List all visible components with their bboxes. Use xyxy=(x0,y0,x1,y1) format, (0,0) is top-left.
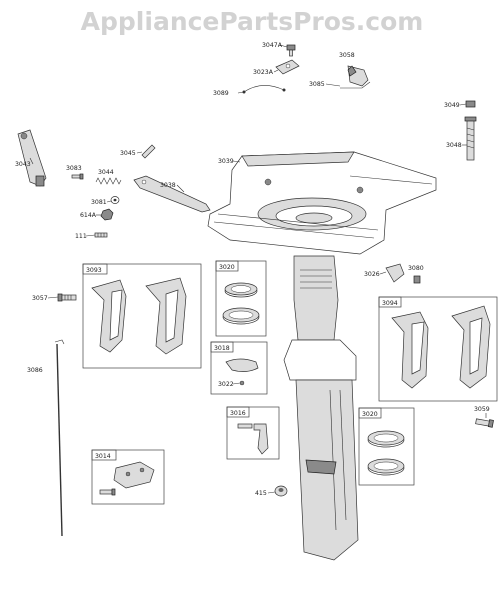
part-3081-washer[interactable] xyxy=(110,196,120,204)
part-415-knob[interactable] xyxy=(274,485,288,497)
callout-3018: 3018 xyxy=(214,345,230,352)
callout-415: 415 xyxy=(255,490,267,497)
callout-3020-lower: 3020 xyxy=(362,411,378,418)
callout-3043: 3043 xyxy=(15,161,31,168)
part-3023a-bracket[interactable] xyxy=(275,59,300,75)
part-3089-wire[interactable] xyxy=(242,85,286,94)
callout-3014: 3014 xyxy=(95,453,111,460)
callout-3016: 3016 xyxy=(230,410,246,417)
callout-3080: 3080 xyxy=(408,265,424,272)
callout-3022: 3022 xyxy=(218,381,234,388)
part-3048-bolt[interactable] xyxy=(464,116,477,161)
callout-3023a: 3023A xyxy=(253,69,274,76)
callout-3049: 3049 xyxy=(444,102,460,109)
part-3080-clip[interactable] xyxy=(413,275,421,284)
leader-lines xyxy=(29,44,487,494)
part-3038-control-arm[interactable] xyxy=(133,175,211,213)
kit-box-3020-upper[interactable] xyxy=(215,260,267,337)
kit-box-3094[interactable] xyxy=(378,296,498,402)
callout-3020-upper: 3020 xyxy=(219,264,235,271)
callout-3057: 3057 xyxy=(32,295,48,302)
kit-box-3014[interactable] xyxy=(91,449,165,505)
callout-3086: 3086 xyxy=(27,367,43,374)
part-3083-screw[interactable] xyxy=(71,173,84,180)
callout-3047a: 3047A xyxy=(262,42,283,49)
kit-box-3093[interactable] xyxy=(82,263,202,369)
part-3058-linkage[interactable] xyxy=(340,65,371,89)
callout-3026: 3026 xyxy=(364,271,380,278)
callout-3089: 3089 xyxy=(213,90,229,97)
part-3049-nut[interactable] xyxy=(465,100,476,108)
callout-3039: 3039 xyxy=(218,158,234,165)
callout-3045: 3045 xyxy=(120,150,136,157)
callout-3044: 3044 xyxy=(98,169,114,176)
callout-3038: 3038 xyxy=(160,182,176,189)
part-chute-tube[interactable] xyxy=(283,255,359,561)
part-3059-bolt[interactable] xyxy=(475,418,494,428)
watermark-text: AppliancePartsPros.com xyxy=(81,7,424,36)
part-111-screw[interactable] xyxy=(94,232,108,238)
part-614a-nut[interactable] xyxy=(100,208,114,221)
callout-3059: 3059 xyxy=(474,406,490,413)
callout-111: 111 xyxy=(75,233,87,240)
callout-3058: 3058 xyxy=(339,52,355,59)
part-3026-handle[interactable] xyxy=(385,263,405,283)
part-3086-rod[interactable] xyxy=(54,339,65,537)
callout-3094: 3094 xyxy=(382,300,398,307)
kit-box-3016[interactable] xyxy=(226,406,280,460)
callout-3048: 3048 xyxy=(446,142,462,149)
callout-3083: 3083 xyxy=(66,165,82,172)
part-3043-lever[interactable] xyxy=(17,129,47,187)
part-3039-chute-base[interactable] xyxy=(207,151,437,255)
kit-box-3020-lower[interactable] xyxy=(358,407,415,486)
callout-3093: 3093 xyxy=(86,267,102,274)
part-3044-spring[interactable] xyxy=(95,177,122,185)
callout-3081: 3081 xyxy=(91,199,107,206)
part-3057-bolt[interactable] xyxy=(57,293,77,302)
part-3045-pin[interactable] xyxy=(141,144,156,159)
callout-3085: 3085 xyxy=(309,81,325,88)
callout-614a: 614A xyxy=(80,212,97,219)
part-3047a-screw[interactable] xyxy=(286,44,296,57)
